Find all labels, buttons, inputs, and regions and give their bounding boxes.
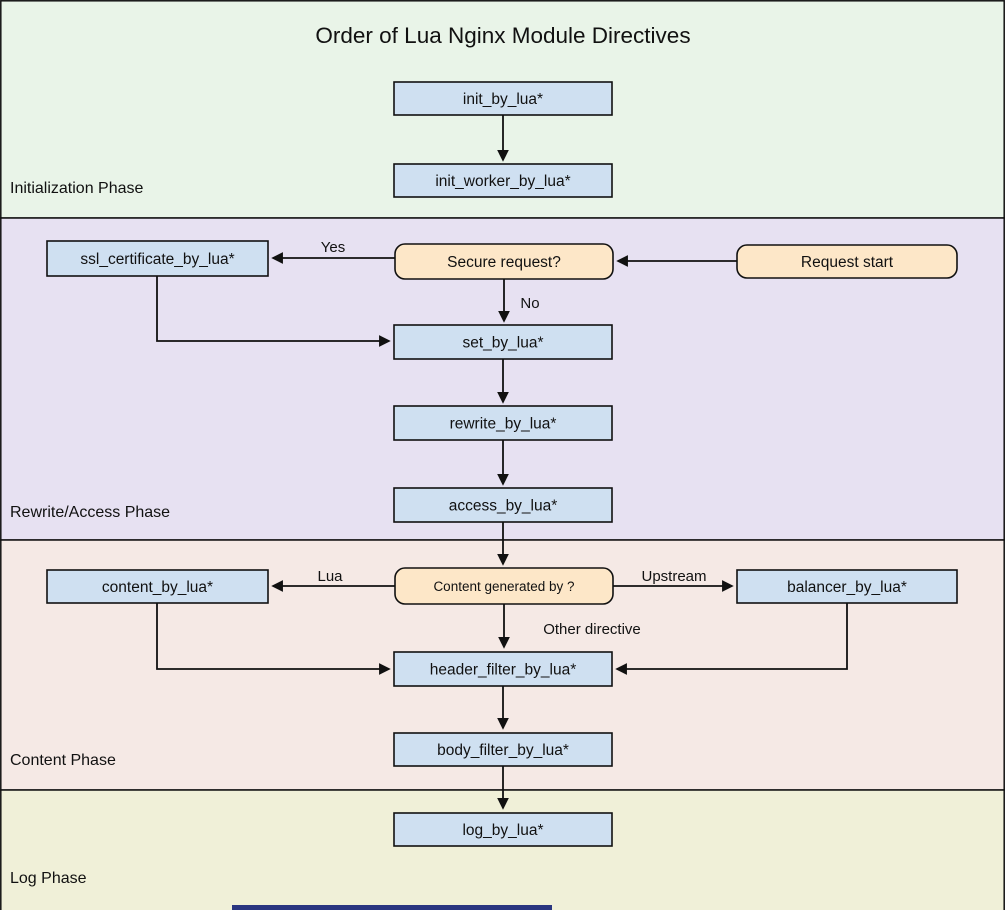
node-log-by-lua: log_by_lua* <box>393 812 613 847</box>
node-access-by-lua-label: access_by_lua* <box>449 498 558 515</box>
node-secure-request: Secure request? <box>394 243 614 280</box>
node-ssl-certificate-by-lua-label: ssl_certificate_by_lua* <box>80 251 234 268</box>
node-log-by-lua-label: log_by_lua* <box>462 822 543 839</box>
node-request-start: Request start <box>736 244 958 279</box>
edge-label-lua: Lua <box>317 568 343 585</box>
node-body-filter-by-lua-label: body_filter_by_lua* <box>437 742 569 759</box>
node-body-filter-by-lua: body_filter_by_lua* <box>393 732 613 767</box>
edge-label-no: No <box>520 295 539 312</box>
node-content-by-lua: content_by_lua* <box>46 569 269 604</box>
horizontal-scrollbar-thumb[interactable] <box>232 905 552 910</box>
diagram-title: Order of Lua Nginx Module Directives <box>315 23 690 48</box>
node-request-start-label: Request start <box>801 254 894 271</box>
flow-arrows <box>156 115 848 810</box>
node-header-filter-by-lua: header_filter_by_lua* <box>393 651 613 687</box>
arrow-ssl-certificate-to-set-by-lua <box>156 276 391 347</box>
node-access-by-lua: access_by_lua* <box>393 487 613 523</box>
node-content-by-lua-label: content_by_lua* <box>102 579 213 596</box>
arrow-balancer-to-header-filter <box>615 603 848 675</box>
phase-label-initialization: Initialization Phase <box>10 180 144 197</box>
node-balancer-by-lua: balancer_by_lua* <box>736 569 958 604</box>
node-rewrite-by-lua-label: rewrite_by_lua* <box>450 416 557 433</box>
node-ssl-certificate-by-lua: ssl_certificate_by_lua* <box>46 240 269 277</box>
node-init-worker-by-lua: init_worker_by_lua* <box>393 163 613 198</box>
edge-label-upstream: Upstream <box>641 568 706 585</box>
phase-label-rewrite-access: Rewrite/Access Phase <box>10 504 170 521</box>
node-init-worker-by-lua-label: init_worker_by_lua* <box>435 173 570 190</box>
phase-band-log <box>0 789 1005 910</box>
node-init-by-lua-label: init_by_lua* <box>463 91 543 108</box>
arrow-content-by-lua-to-header-filter <box>156 603 391 675</box>
edge-label-other-directive: Other directive <box>543 621 641 638</box>
node-secure-request-label: Secure request? <box>447 254 561 271</box>
node-content-generated-by-label: Content generated by ? <box>433 579 574 594</box>
node-header-filter-by-lua-label: header_filter_by_lua* <box>430 662 577 679</box>
node-rewrite-by-lua: rewrite_by_lua* <box>393 405 613 441</box>
node-balancer-by-lua-label: balancer_by_lua* <box>787 579 907 596</box>
node-set-by-lua-label: set_by_lua* <box>462 335 543 352</box>
node-init-by-lua: init_by_lua* <box>393 81 613 116</box>
node-content-generated-by: Content generated by ? <box>394 567 614 605</box>
node-set-by-lua: set_by_lua* <box>393 324 613 360</box>
phase-label-log: Log Phase <box>10 870 87 887</box>
phase-label-content: Content Phase <box>10 752 116 769</box>
edge-label-yes: Yes <box>321 239 345 256</box>
